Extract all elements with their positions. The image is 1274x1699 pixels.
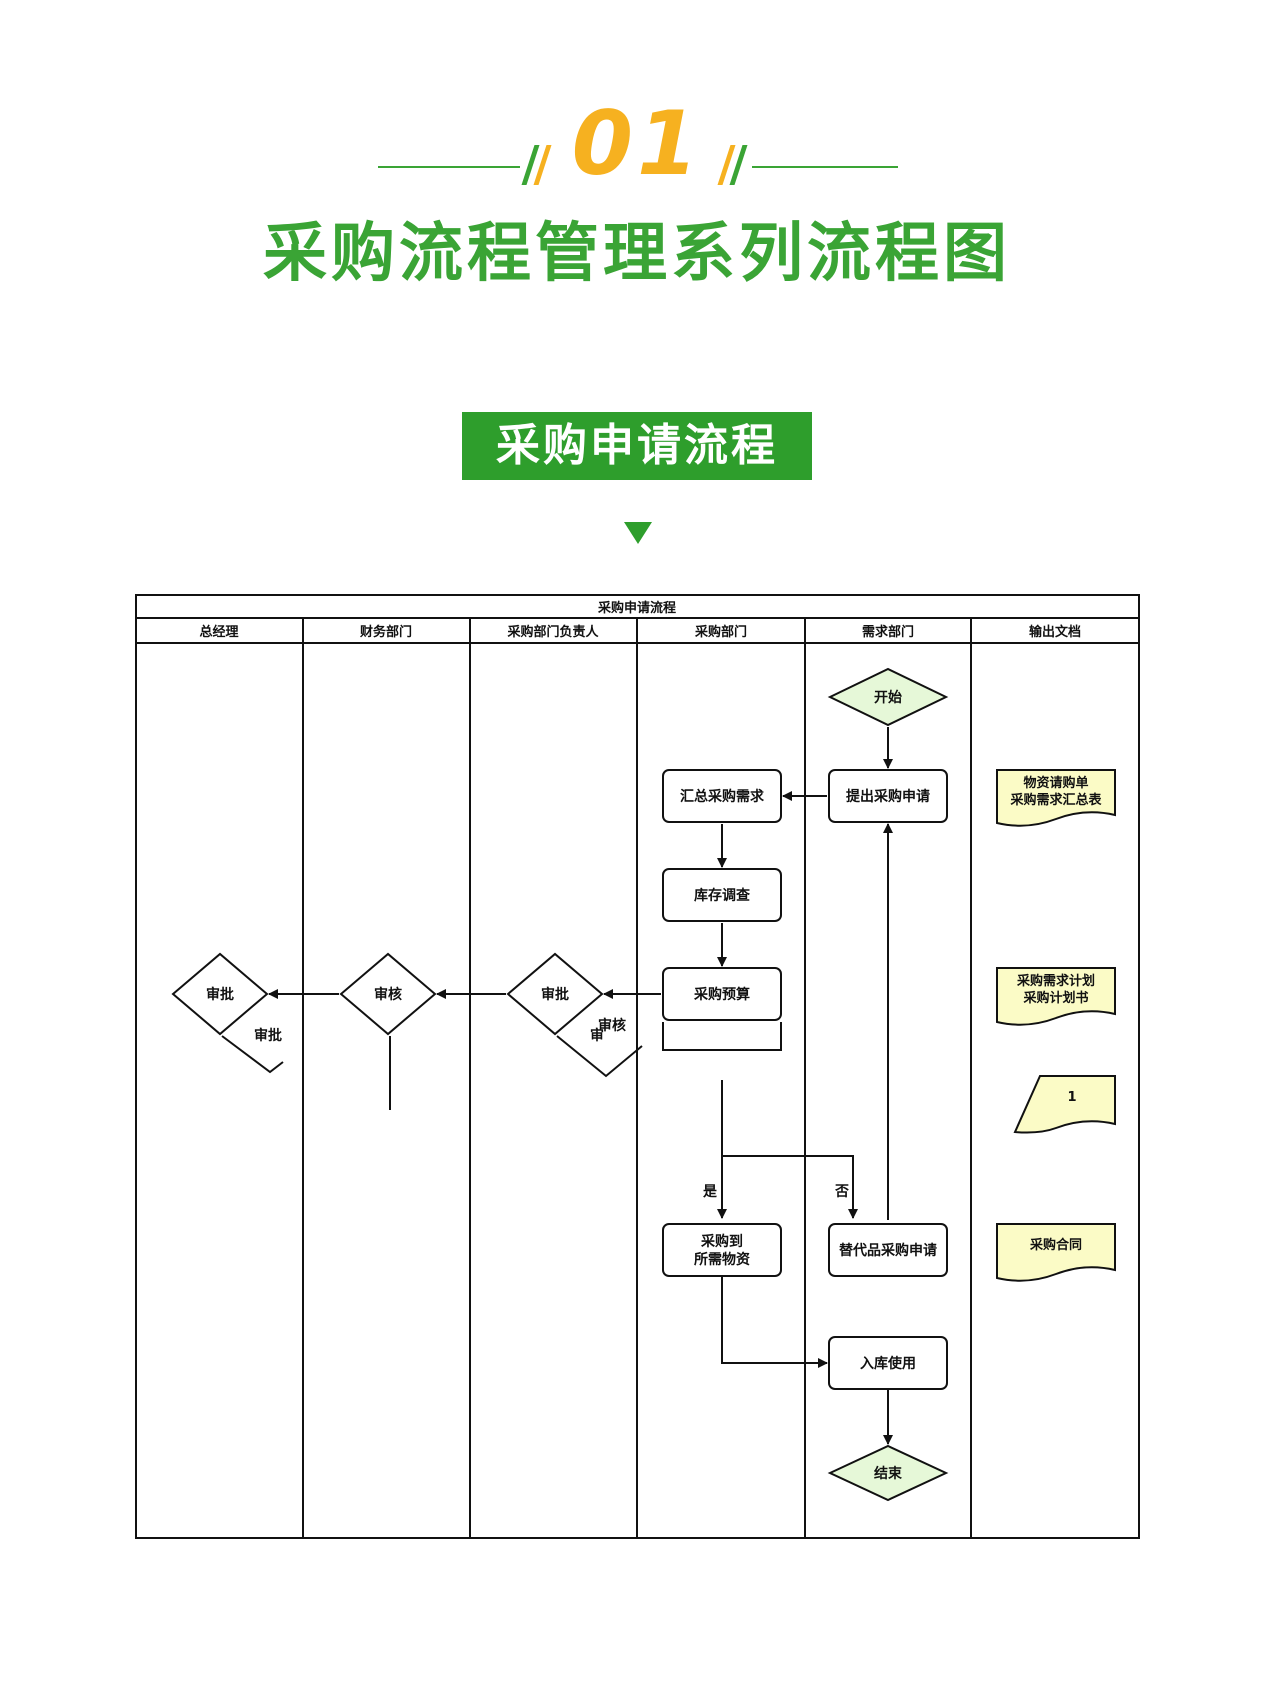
budget-box <box>662 967 782 1021</box>
lane-header-gm: 总经理 <box>199 624 238 640</box>
end-node <box>827 1444 949 1502</box>
edge-no-label: 否 <box>834 1184 849 1200</box>
finance-review-diamond <box>339 952 437 1036</box>
edge-decision-no <box>722 1155 858 1219</box>
budget-box-lower-outline <box>662 1022 782 1051</box>
doc-purchase-plan-line1: 采购需求计划 <box>1016 973 1095 989</box>
down-arrow-icon <box>624 522 652 544</box>
start-node <box>827 667 949 727</box>
edge-yes-label: 是 <box>703 1184 718 1200</box>
doc-partial <box>1013 1075 1116 1134</box>
doc-purchase-contract <box>996 1223 1116 1282</box>
inventory-box <box>662 868 782 922</box>
inventory-label: 库存调查 <box>694 887 751 904</box>
summarize-label: 汇总采购需求 <box>680 788 765 805</box>
budget-label: 采购预算 <box>693 986 750 1003</box>
head-lower-diamond-fragment <box>556 1035 643 1078</box>
head-branch-label-a: 审核 <box>598 1017 626 1034</box>
end-label: 结束 <box>874 1465 903 1482</box>
gm-branch-label: 审批 <box>254 1027 282 1044</box>
gm-approval-label: 审批 <box>206 986 234 1003</box>
page-title: 采购流程管理系列流程图 <box>263 217 1011 291</box>
doc-purchase-request <box>996 769 1116 827</box>
doc-purchase-plan <box>996 967 1116 1026</box>
buy-label-line2: 所需物资 <box>694 1251 750 1268</box>
flowchart-frame <box>135 594 1140 1539</box>
doc-purchase-request-line1: 物资请购单 <box>1023 775 1088 791</box>
request-label: 提出采购申请 <box>846 788 930 805</box>
section-number: 01 <box>571 92 703 195</box>
lane-header-purchasing-head: 采购部门负责人 <box>506 624 599 640</box>
header-right-line <box>752 166 898 168</box>
gm-approval-diamond <box>171 952 269 1036</box>
doc-purchase-contract-label: 采购合同 <box>1029 1237 1082 1253</box>
warehouse-label: 入库使用 <box>860 1355 916 1372</box>
header-left-line <box>378 166 520 168</box>
buy-box <box>662 1223 782 1277</box>
doc-partial-text: 1 <box>1067 1090 1076 1105</box>
summarize-box <box>662 769 782 823</box>
request-box <box>828 769 948 823</box>
lane-header-purchasing: 采购部门 <box>694 624 747 640</box>
lane-header-demand: 需求部门 <box>862 624 914 640</box>
doc-purchase-request-line2: 采购需求汇总表 <box>1009 792 1102 808</box>
edge-buy-warehouse <box>721 1276 828 1368</box>
lane-header-output: 输出文档 <box>1029 624 1081 640</box>
doc-purchase-plan-line2: 采购计划书 <box>1022 990 1088 1006</box>
section-badge: 采购申请流程 <box>462 412 812 480</box>
head-approval-label: 审批 <box>541 986 569 1003</box>
flowchart-title: 采购申请流程 <box>597 600 676 616</box>
warehouse-box <box>828 1336 948 1390</box>
start-label: 开始 <box>874 689 902 706</box>
gm-lower-diamond-fragment <box>221 1035 284 1074</box>
buy-label-line1: 采购到 <box>700 1233 743 1250</box>
head-approval-diamond <box>506 952 604 1036</box>
finance-review-label: 审核 <box>374 986 402 1003</box>
substitute-label: 替代品采购申请 <box>839 1242 937 1259</box>
head-branch-label-b: 审 <box>590 1027 604 1044</box>
substitute-box <box>828 1223 948 1277</box>
lane-header-finance: 财务部门 <box>360 624 412 640</box>
